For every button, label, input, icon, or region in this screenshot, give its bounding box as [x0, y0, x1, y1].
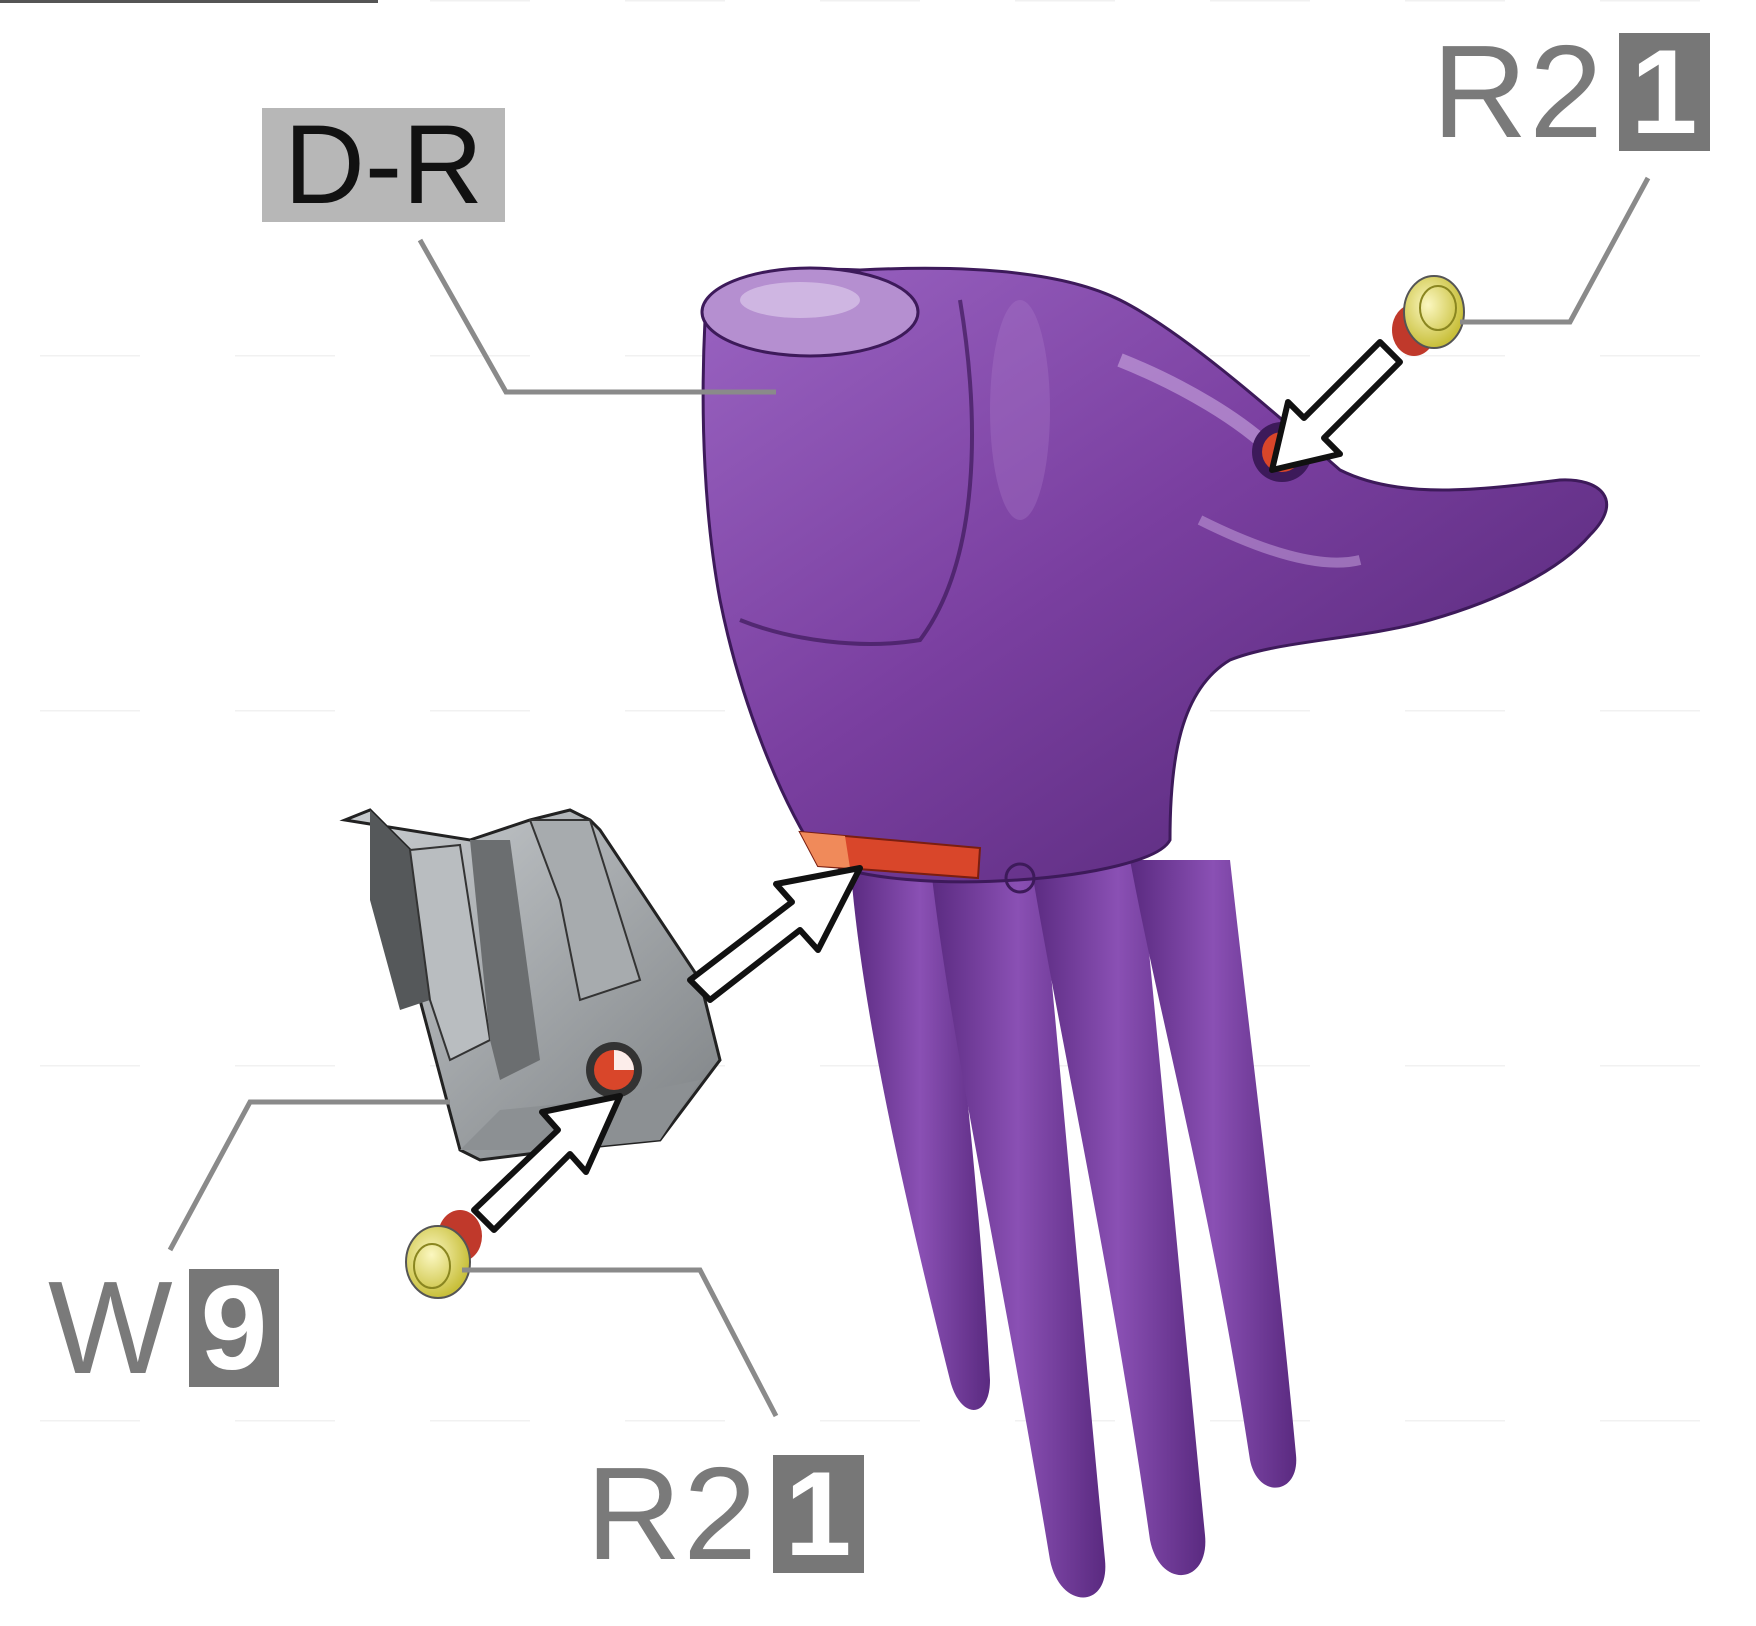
part-code: R2: [1432, 26, 1605, 158]
palm-highlight: [990, 300, 1050, 520]
part-code: R2: [586, 1448, 759, 1580]
quantity-badge: 1: [773, 1455, 864, 1573]
part-code: D-R: [284, 109, 483, 221]
part-label-comb: W 9: [48, 1262, 279, 1394]
part-label-screw-top: R2 1: [1432, 26, 1710, 158]
quantity-badge: 1: [1619, 33, 1710, 151]
part-label-glove: D-R: [262, 108, 505, 222]
part-label-screw-bottom: R2 1: [586, 1448, 864, 1580]
quantity-badge: 9: [189, 1269, 280, 1387]
cuff-highlight: [740, 282, 860, 318]
part-code: W: [48, 1262, 175, 1394]
